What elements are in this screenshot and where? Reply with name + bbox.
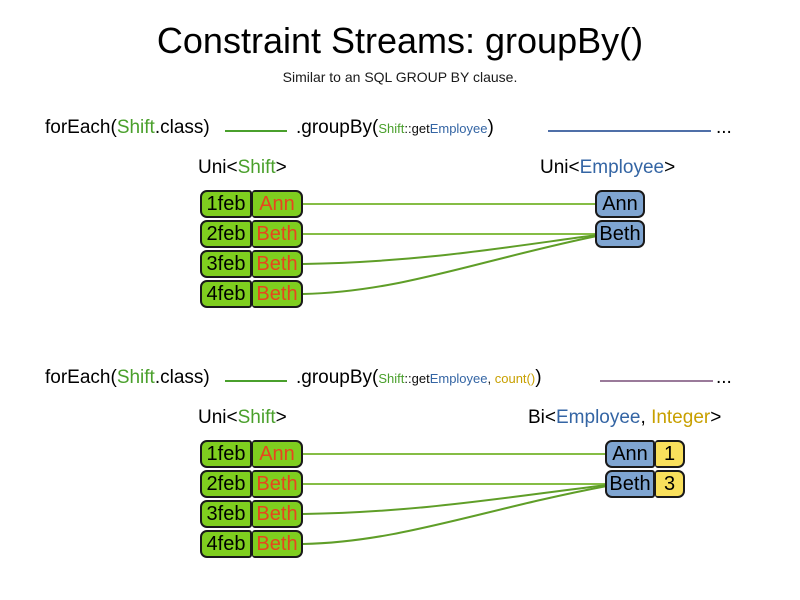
group-by-prefix: .groupBy( <box>296 117 379 138</box>
shift-tuple-row[interactable]: 3feb Beth <box>200 500 303 528</box>
type-label-left-1: Uni<Shift> <box>198 156 287 180</box>
for-each-prefix: forEach( <box>45 117 117 138</box>
employee-name: Ann <box>595 190 645 218</box>
shift-tuple-row[interactable]: 1feb Ann <box>200 190 303 218</box>
code-groupby-call-1: .groupBy(Shift::getEmployee) <box>296 116 494 141</box>
shift-employee: Beth <box>252 220 303 248</box>
group-by-suffix: ) <box>535 367 542 388</box>
generic-close: > <box>710 407 722 428</box>
mapper-separator: ::get <box>404 121 430 136</box>
for-each-suffix: .class) <box>154 367 210 388</box>
employee-name: Beth <box>605 470 655 498</box>
shift-date: 2feb <box>200 220 252 248</box>
generic-separator: , <box>640 407 652 428</box>
generic-prefix: Bi< <box>528 407 556 428</box>
employee-name: Ann <box>605 440 655 468</box>
link-foreach-to-groupby-2 <box>225 380 287 382</box>
shift-employee: Beth <box>252 280 303 308</box>
shift-date: 3feb <box>200 250 252 278</box>
page-title: Constraint Streams: groupBy() <box>156 20 644 61</box>
shift-tuple-row[interactable]: 4feb Beth <box>200 530 303 558</box>
generic-prefix: Uni< <box>198 407 238 428</box>
code-line-groupby-single: forEach(Shift.class) <box>45 116 210 140</box>
shift-employee: Beth <box>252 500 303 528</box>
collector-separator: , <box>487 371 495 386</box>
mapper-target: Employee <box>429 371 488 386</box>
generic-close: > <box>664 157 676 178</box>
generic-prefix: Uni< <box>198 157 238 178</box>
ellipsis-1: ... <box>716 117 732 138</box>
for-each-suffix: .class) <box>154 117 210 138</box>
shift-tuple-row[interactable]: 1feb Ann <box>200 440 303 468</box>
shift-tuple-row[interactable]: 3feb Beth <box>200 250 303 278</box>
for-each-type: Shift <box>116 117 155 138</box>
employee-count-tuple-row[interactable]: Ann 1 <box>605 440 685 468</box>
group-by-prefix: .groupBy( <box>296 367 379 388</box>
shift-tuple-row[interactable]: 2feb Beth <box>200 470 303 498</box>
shift-tuple-row[interactable]: 4feb Beth <box>200 280 303 308</box>
employee-tuple-row[interactable]: Beth <box>595 220 645 248</box>
shift-employee: Ann <box>252 440 303 468</box>
generic-type: Shift <box>237 157 276 178</box>
shift-date: 2feb <box>200 470 252 498</box>
mapper-type: Shift <box>378 121 405 136</box>
employee-name: Beth <box>595 220 645 248</box>
shift-employee: Ann <box>252 190 303 218</box>
generic-type: Employee <box>579 157 665 178</box>
for-each-type: Shift <box>116 367 155 388</box>
employee-count: 1 <box>655 440 685 468</box>
link-groupby-to-next-1 <box>548 130 711 132</box>
type-label-right-2: Bi<Employee, Integer> <box>528 406 721 430</box>
for-each-prefix: forEach( <box>45 367 117 388</box>
mapper-separator: ::get <box>404 371 430 386</box>
code-groupby-call-2: .groupBy(Shift::getEmployee, count()) <box>296 366 542 391</box>
employee-count: 3 <box>655 470 685 498</box>
code-line-groupby-count: forEach(Shift.class) <box>45 366 210 390</box>
shift-date: 1feb <box>200 440 252 468</box>
shift-employee: Beth <box>252 470 303 498</box>
mapper-target: Employee <box>429 121 488 136</box>
ellipsis-2: ... <box>716 367 732 388</box>
generic-type: Shift <box>237 407 276 428</box>
generic-type-2: Integer <box>651 407 711 428</box>
employee-count-tuple-row[interactable]: Beth 3 <box>605 470 685 498</box>
collector-count: count() <box>494 371 536 386</box>
link-foreach-to-groupby-1 <box>225 130 287 132</box>
generic-close: > <box>275 157 287 178</box>
employee-tuple-row[interactable]: Ann <box>595 190 645 218</box>
group-by-suffix: ) <box>487 117 494 138</box>
link-groupby-to-next-2 <box>600 380 713 382</box>
type-label-right-1: Uni<Employee> <box>540 156 675 180</box>
shift-date: 4feb <box>200 280 252 308</box>
shift-employee: Beth <box>252 530 303 558</box>
page-subtitle: Similar to an SQL GROUP BY clause. <box>282 69 518 85</box>
generic-prefix: Uni< <box>540 157 580 178</box>
shift-employee: Beth <box>252 250 303 278</box>
shift-date: 3feb <box>200 500 252 528</box>
shift-date: 1feb <box>200 190 252 218</box>
type-label-left-2: Uni<Shift> <box>198 406 287 430</box>
mapper-type: Shift <box>378 371 405 386</box>
generic-type: Employee <box>556 407 641 428</box>
shift-date: 4feb <box>200 530 252 558</box>
shift-tuple-row[interactable]: 2feb Beth <box>200 220 303 248</box>
generic-close: > <box>275 407 287 428</box>
